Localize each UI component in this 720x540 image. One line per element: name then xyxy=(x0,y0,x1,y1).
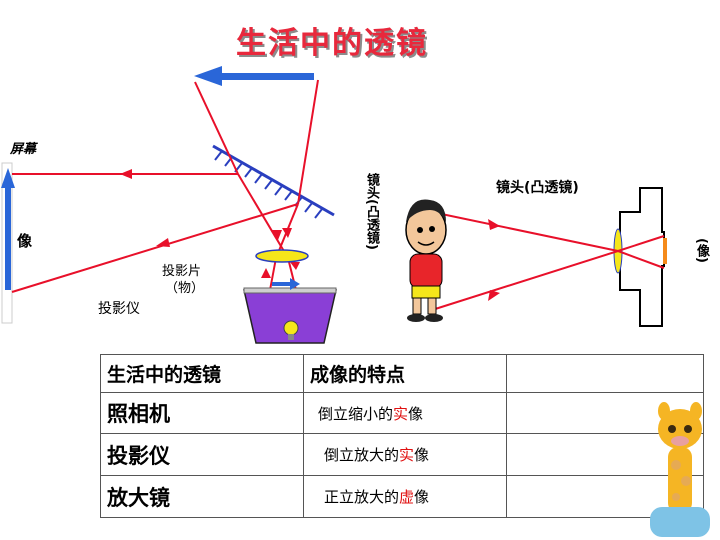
camera-image-label: (像) xyxy=(694,238,709,263)
plane-mirror xyxy=(212,144,335,219)
giraffe-decoration-icon xyxy=(650,402,710,537)
table-row: 放大镜 正立放大的虚像 xyxy=(100,475,704,518)
table-cell-name: 放大镜 xyxy=(100,475,304,518)
image-label: 像 xyxy=(17,232,33,250)
projected-image-arrowhead xyxy=(1,168,15,188)
camera-body xyxy=(619,187,665,327)
object-label: 投影片 xyxy=(162,264,202,279)
table-row: 投影仪 倒立放大的实像 xyxy=(100,433,704,477)
camera-rays xyxy=(431,211,665,311)
slide-object-arrowhead xyxy=(290,278,300,290)
cartoon-boy-icon xyxy=(405,199,447,322)
table-cell-feature: 正立放大的虚像 xyxy=(303,475,507,518)
mirror-image-arrowhead xyxy=(194,66,222,86)
page-title: 生活中的透镜 xyxy=(236,26,428,61)
table-cell-feature: 倒立放大的实像 xyxy=(303,433,507,477)
table-header-row: 生活中的透镜 成像的特点 xyxy=(100,354,704,393)
lens-label-vertical: 镜头(凸透镜) xyxy=(364,173,379,250)
table-row: 照相机 倒立缩小的实像 xyxy=(100,391,704,435)
camera-image xyxy=(663,238,667,264)
projector-lens xyxy=(255,249,309,263)
lens-label-horizontal: 镜头(凸透镜) xyxy=(496,180,579,196)
lens-comparison-table: 生活中的透镜 成像的特点 照相机 倒立缩小的实像 投影仪 倒立放大的实像 放大镜… xyxy=(100,354,704,518)
object-sub-label: （物） xyxy=(165,281,205,296)
mirror-image-arrow xyxy=(218,73,314,80)
projector-label: 投影仪 xyxy=(98,301,140,317)
table-header-cell: 生活中的透镜 xyxy=(100,354,304,393)
table-cell-name: 投影仪 xyxy=(100,433,304,477)
screen-label: 屏幕 xyxy=(10,142,37,157)
table-header-cell xyxy=(506,354,704,393)
projector-rays xyxy=(11,79,319,293)
table-header-cell: 成像的特点 xyxy=(303,354,507,393)
lamp-bulb-icon xyxy=(283,320,299,340)
table-cell-feature: 倒立缩小的实像 xyxy=(303,391,507,435)
table-cell-name: 照相机 xyxy=(100,391,304,435)
